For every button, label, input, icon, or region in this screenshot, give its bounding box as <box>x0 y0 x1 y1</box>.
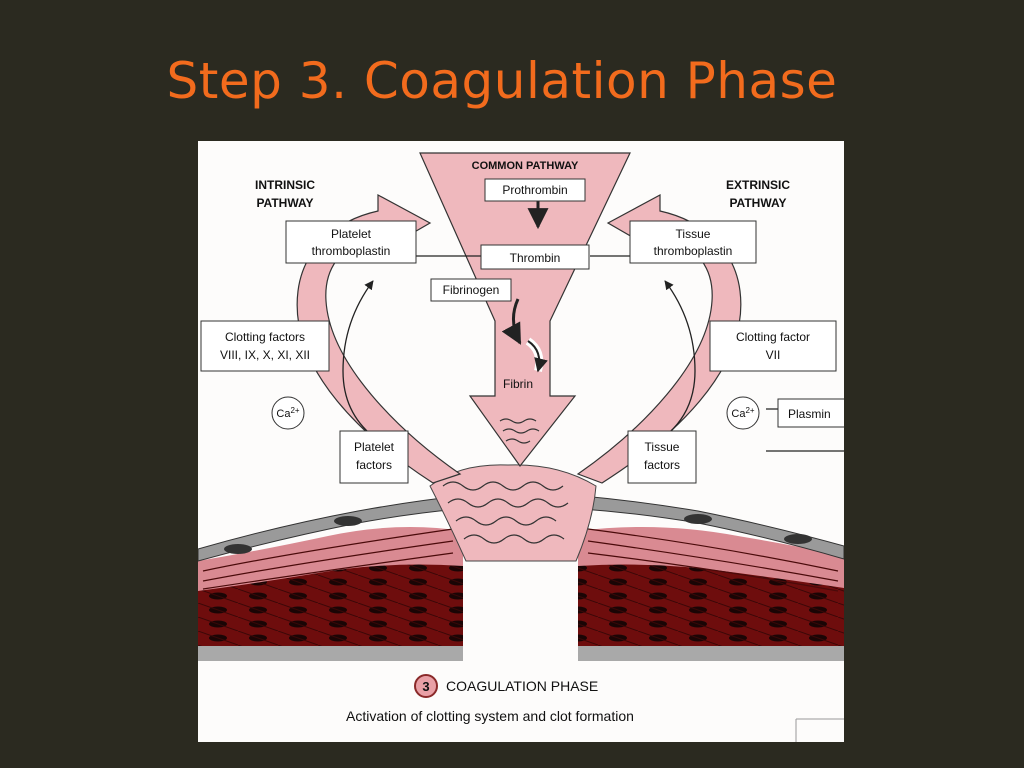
tissue-factors-box: Tissue factors <box>627 430 697 484</box>
calcium-left-charge: 2+ <box>290 406 299 415</box>
common-pathway-label: COMMON PATHWAY <box>472 160 579 172</box>
extrinsic-label-line1: EXTRINSIC <box>726 178 790 192</box>
common-pathway-arrow <box>419 152 631 468</box>
clotting-factors-intrinsic-line1: Clotting factors <box>225 330 305 344</box>
svg-text:Ca2+: Ca2+ <box>731 406 755 420</box>
clotting-factor-extrinsic-line1: Clotting factor <box>736 330 810 344</box>
platelet-factors-line1: Platelet <box>354 440 395 454</box>
platelet-thromboplastin-box: Platelet thromboplastin <box>285 220 417 264</box>
diagram-caption: Activation of clotting system and clot f… <box>346 708 634 724</box>
calcium-right-charge: 2+ <box>745 406 754 415</box>
platelet-thromboplastin-line2: thromboplastin <box>312 244 391 258</box>
fibrinogen-label: Fibrinogen <box>443 283 500 297</box>
phase-number: 3 <box>422 679 429 694</box>
platelet-thromboplastin-line1: Platelet <box>331 227 372 241</box>
prothrombin-box: Prothrombin <box>484 178 586 202</box>
clotting-factors-intrinsic-box: Clotting factors VIII, IX, X, XI, XII <box>200 320 330 372</box>
fibrin-strands <box>499 418 540 444</box>
fibrin-label: Fibrin <box>503 377 533 391</box>
clotting-factor-extrinsic-line2: VII <box>766 348 781 362</box>
coagulation-diagram: COMMON PATHWAY INTRINSIC PATHWAY EXTRINS… <box>198 141 844 742</box>
tissue-thromboplastin-line1: Tissue <box>676 227 711 241</box>
tissue-thromboplastin-box: Tissue thromboplastin <box>629 220 757 264</box>
platelet-factors-box: Platelet factors <box>339 430 409 484</box>
plasmin-label: Plasmin <box>788 407 831 421</box>
calcium-right-label: Ca <box>731 408 746 420</box>
prothrombin-label: Prothrombin <box>502 183 567 197</box>
calcium-right: Ca2+ <box>726 396 760 430</box>
extrinsic-label-line2: PATHWAY <box>729 196 786 210</box>
clotting-factor-extrinsic-box: Clotting factor VII <box>709 320 837 372</box>
intrinsic-label-line2: PATHWAY <box>256 196 313 210</box>
platelet-factors-line2: factors <box>356 458 392 472</box>
intrinsic-label-line1: INTRINSIC <box>255 178 315 192</box>
tissue-factors-line2: factors <box>644 458 680 472</box>
thrombin-box: Thrombin <box>480 244 590 270</box>
calcium-left-label: Ca <box>276 408 291 420</box>
svg-text:Ca2+: Ca2+ <box>276 406 300 420</box>
thrombin-label: Thrombin <box>510 251 561 265</box>
diagram-svg: COMMON PATHWAY INTRINSIC PATHWAY EXTRINS… <box>198 152 844 742</box>
clotting-factors-intrinsic-line2: VIII, IX, X, XI, XII <box>220 348 310 362</box>
phase-heading: 3 COAGULATION PHASE <box>414 674 598 698</box>
fibrinogen-box: Fibrinogen <box>430 278 512 302</box>
tissue-thromboplastin-line2: thromboplastin <box>654 244 733 258</box>
vessel-tissue <box>198 495 844 661</box>
clot-mass <box>429 464 597 562</box>
plasmin-box: Plasmin <box>777 398 844 428</box>
phase-title: COAGULATION PHASE <box>446 678 598 694</box>
tissue-factors-line1: Tissue <box>645 440 680 454</box>
calcium-left: Ca2+ <box>271 396 305 430</box>
slide-title: Step 3. Coagulation Phase <box>166 52 838 110</box>
